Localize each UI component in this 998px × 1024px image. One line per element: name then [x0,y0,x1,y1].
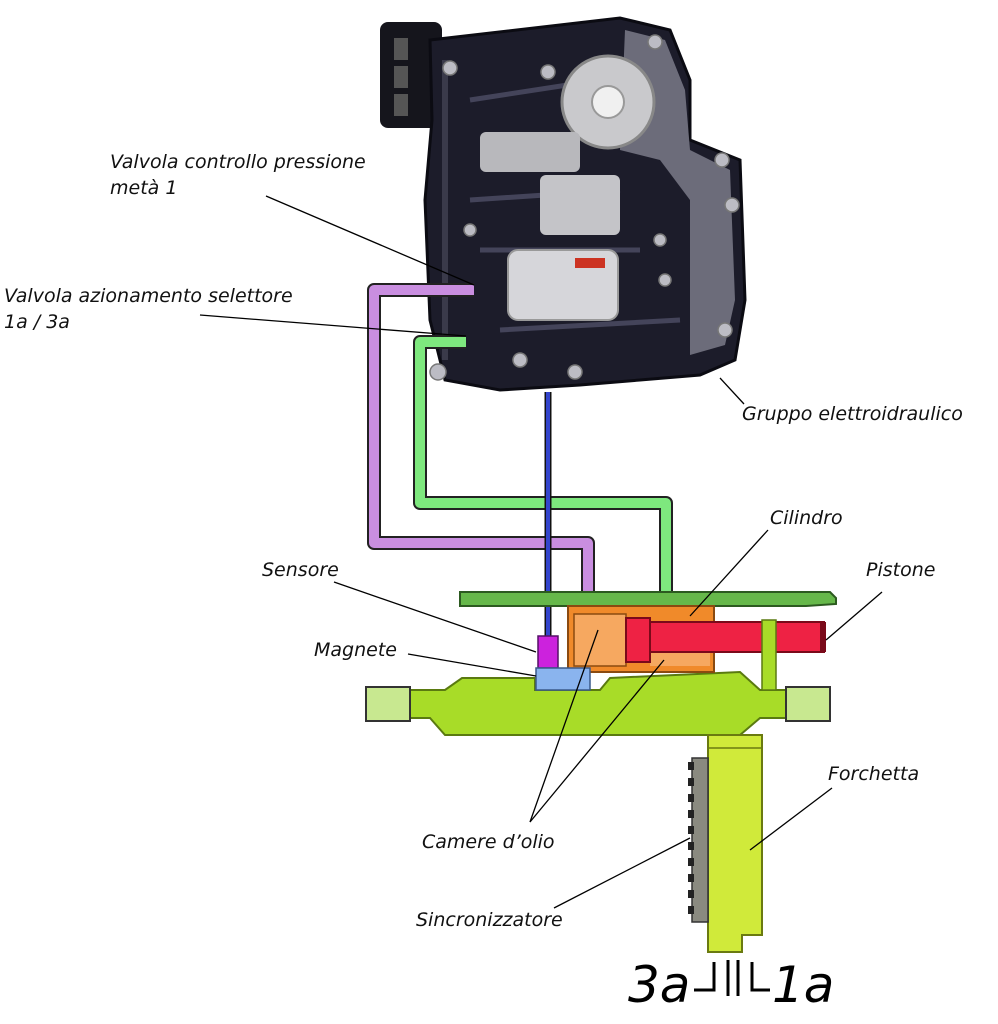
solenoid-tag [575,258,605,268]
leader-sensore [333,581,537,653]
leader-forchetta [749,787,833,851]
leader-cilindro [689,529,769,617]
shift-fork [707,734,763,953]
label-valvola-pressione-2: metà 1 [110,177,178,199]
label-camere-olio: Camere d’olio [422,831,555,853]
oil-chamber-left [573,613,627,667]
pipe-green [415,337,671,594]
leader-valvola-pressione [265,195,475,286]
oil-pipes [367,283,673,636]
selector-rail [407,670,787,736]
label-sensore: Sensore [262,559,339,581]
accumulator-center [591,85,625,119]
synchronizer-teeth [688,762,694,914]
connector-pin [394,66,408,88]
label-magnete: Magnete [314,639,397,661]
valve-body [540,175,620,235]
leader-lines [199,195,883,909]
piston-rod-end [820,622,826,652]
piston-head [625,617,651,663]
rail-end-left [365,686,411,722]
oil-chamber-right [650,650,710,666]
label-gear-3a: 3a [628,956,691,1014]
label-valvola-pressione-1: Valvola controllo pressione [110,151,366,173]
magnet [535,667,591,691]
label-gruppo: Gruppo elettroidraulico [742,403,963,425]
label-cilindro: Cilindro [770,507,843,529]
electrohydraulic-unit [380,16,747,392]
sensor [537,635,559,669]
leader-valvola-selettore [199,314,467,337]
label-valvola-selettore-1: Valvola azionamento selettore [4,285,293,307]
label-forchetta: Forchetta [828,763,920,785]
label-valvola-selettore-2: 1a / 3a [4,311,70,333]
synchronizer [691,757,709,923]
bolts [429,34,740,381]
base-plate [459,591,837,607]
leader-magnete [407,653,537,677]
label-pistone: Pistone [866,559,936,581]
connector-pin [394,94,408,116]
selector-actuator [365,591,837,996]
leader-camere-1 [529,629,599,823]
leader-sincronizzatore [553,837,691,909]
rail-end-right [785,686,831,722]
leader-camere-2 [529,659,665,823]
leader-pistone [825,591,883,641]
label-sincronizzatore: Sincronizzatore [416,909,563,931]
gear-position-symbol [694,960,770,996]
connector-pin [394,38,408,60]
label-gear-1a: 1a [772,956,835,1014]
fork-link [761,619,777,691]
leader-gruppo [719,377,745,405]
piston-rod [649,621,825,653]
valve-block [480,132,580,172]
pipe-purple [369,285,593,594]
